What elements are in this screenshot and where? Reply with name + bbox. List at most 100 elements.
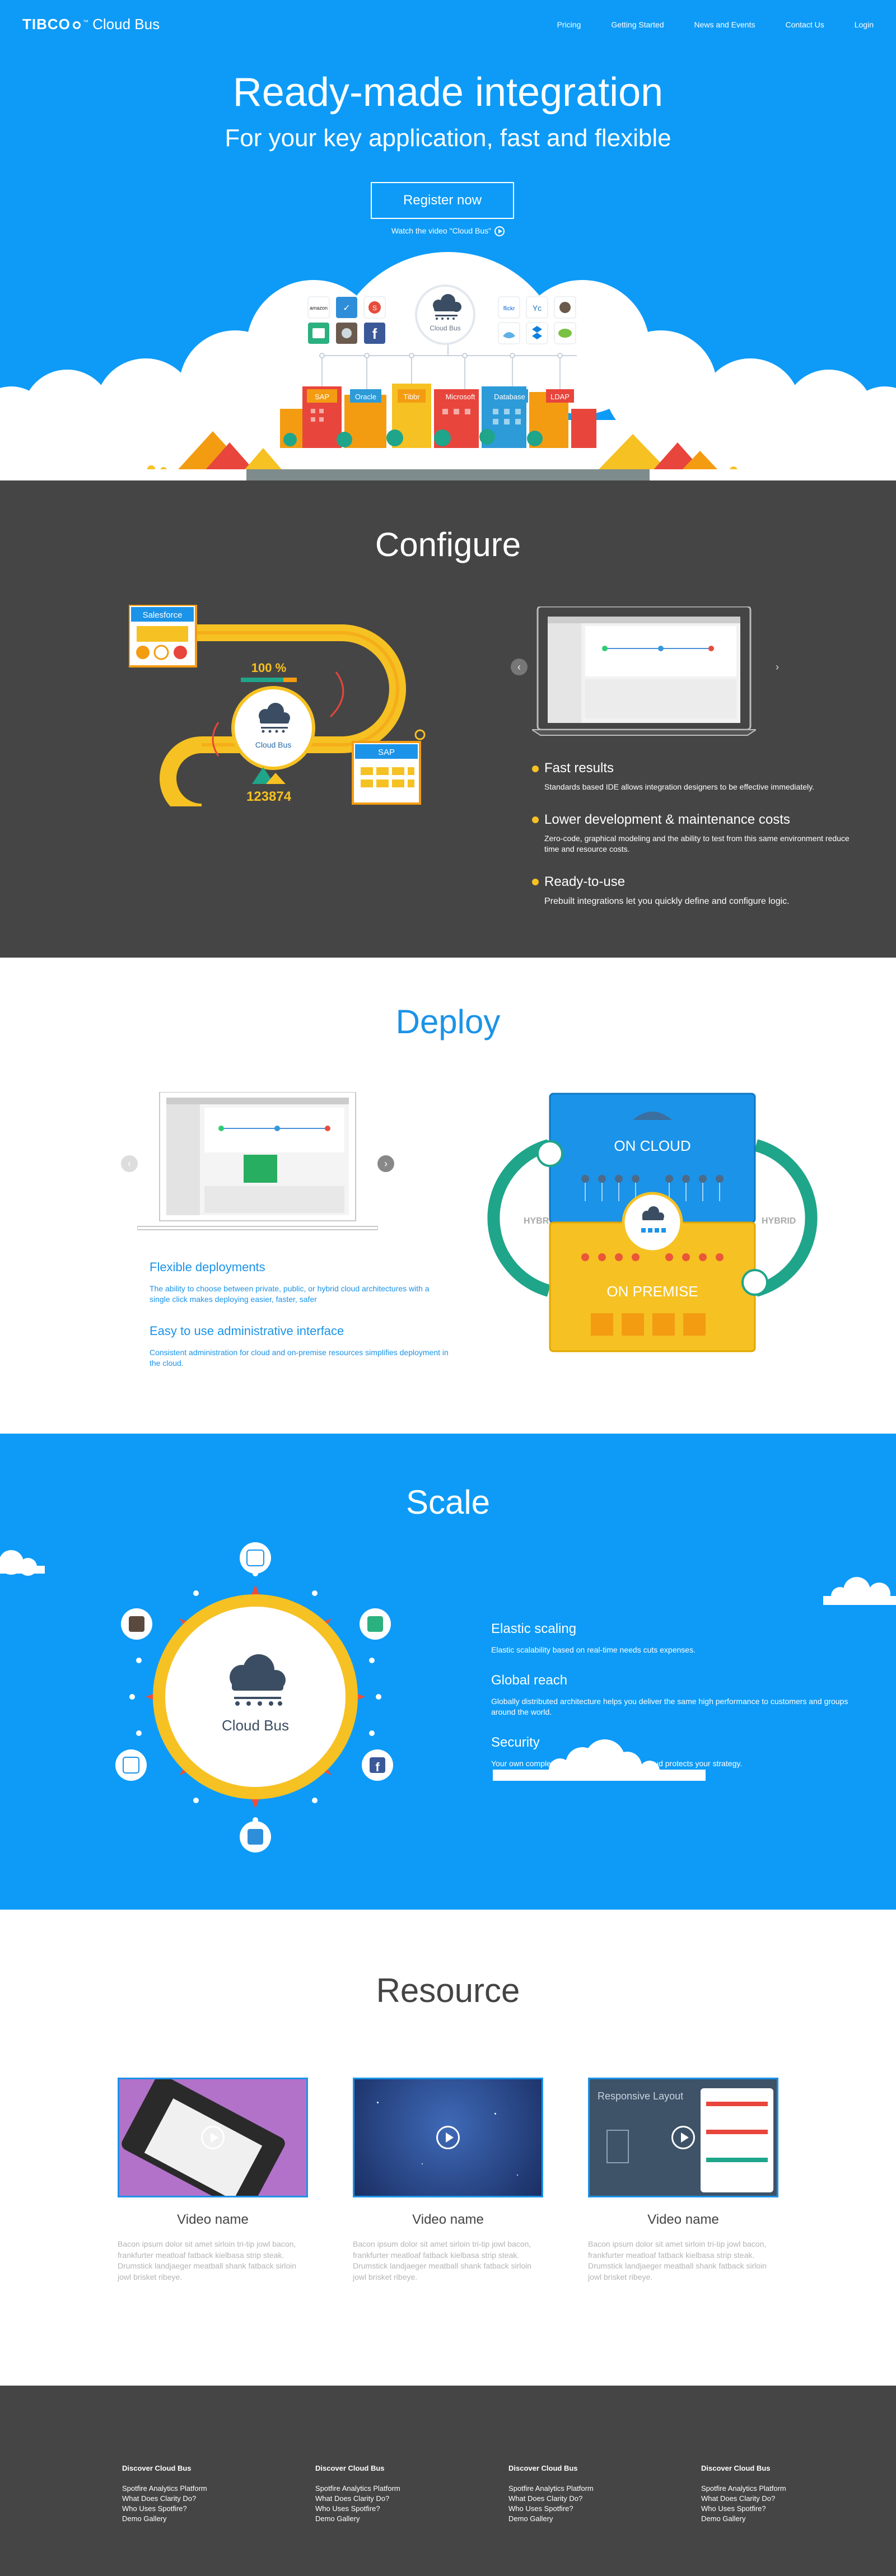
footer-heading: Discover Cloud Bus [701,2464,771,2472]
ticket-icon [367,1616,383,1632]
video-desc: Bacon ipsum dolor sit amet sirloin tri-t… [353,2239,532,2281]
progress-label: 100 % [251,661,286,675]
video-desc: Bacon ipsum dolor sit amet sirloin tri-t… [588,2239,767,2281]
footer-link[interactable]: Demo Gallery [315,2514,360,2523]
bird-icon [503,332,515,338]
footer-link[interactable]: Demo Gallery [122,2514,167,2523]
feature-security: Security Your own completely secured vir… [491,1735,855,1770]
carousel-next-button[interactable]: › [776,661,779,673]
footer-link[interactable]: Spotfire Analytics Platform [315,2484,400,2493]
tablet-row-image [706,2102,768,2106]
video-card: Video name Bacon ipsum dolor sit amet si… [353,2078,543,2283]
star-icon [377,2102,379,2103]
video-desc: Bacon ipsum dolor sit amet sirloin tri-t… [118,2239,297,2281]
feature-title: Elastic scaling [491,1621,577,1636]
play-icon [201,2126,225,2149]
tablet-row-image [706,2130,768,2134]
logo-circle-icon [72,21,81,29]
camera-icon [129,1616,144,1632]
play-icon [436,2126,460,2149]
cloud-shape [0,1550,896,1781]
feature-desc: The ability to choose between private, p… [150,1284,430,1304]
footer-heading: Discover Cloud Bus [315,2464,385,2472]
feature-desc: Your own completely secured virtual priv… [491,1758,743,1768]
mountains [140,431,756,480]
facebook-letter: f [375,1760,380,1774]
footer-link[interactable]: Who Uses Spotfire? [701,2504,766,2513]
nav-getting-started[interactable]: Getting Started [611,20,664,29]
video-thumbnail[interactable] [353,2078,543,2197]
flickr-icon: flickr [503,306,515,312]
cloud-bus-icon [259,703,290,733]
feature-lower-costs: Lower development & maintenance costs Ze… [532,812,851,855]
check-icon [248,1829,263,1845]
footer-link[interactable]: What Does Clarity Do? [315,2494,390,2503]
facebook-icon [370,1757,385,1773]
camera-icon [342,328,352,338]
chart-icon [137,626,188,642]
lightbulb-icon [414,729,426,740]
feature-title: Security [491,1734,540,1750]
video-title[interactable]: Video name [412,2212,484,2227]
evernote-icon [558,329,572,338]
salesforce-label: Salesforce [143,610,183,620]
feature-title: Global reach [491,1672,568,1688]
carousel-next-button[interactable]: › [377,1155,394,1172]
logo-brand: TIBCO [22,16,71,32]
play-icon [671,2126,695,2149]
footer-link[interactable]: Demo Gallery [508,2514,553,2523]
footer-link[interactable]: Who Uses Spotfire? [508,2504,573,2513]
star-icon [494,2113,496,2115]
footer-column: Discover Cloud Bus Spotfire Analytics Pl… [701,2464,786,2524]
register-button[interactable]: Register now [371,182,514,219]
hero-subtitle: For your key application, fast and flexi… [225,124,671,152]
footer-link[interactable]: Spotfire Analytics Platform [122,2484,207,2493]
orbit-icons: f [115,1542,393,1852]
resource-title: Resource [376,1972,520,2009]
video-title[interactable]: Video name [177,2212,249,2227]
mobile-icon [606,2130,629,2163]
configure-features: Fast results Standards based IDE allows … [532,760,851,908]
deploy-section: Deploy ‹ › Flexible deployments The abil… [0,958,896,1434]
footer-link[interactable]: Who Uses Spotfire? [122,2504,187,2513]
nav-contact-us[interactable]: Contact Us [785,20,824,29]
watch-video-link[interactable]: Watch the video "Cloud Bus" [0,226,896,237]
on-cloud-label: ON CLOUD [614,1137,690,1154]
feature-desc: Standards based IDE allows integration d… [544,782,814,791]
footer-link[interactable]: Who Uses Spotfire? [315,2504,380,2513]
nav-news-events[interactable]: News and Events [694,20,755,29]
footer-link[interactable]: What Does Clarity Do? [508,2494,583,2503]
feature-fast-results: Fast results Standards based IDE allows … [532,760,851,793]
video-thumbnail[interactable] [118,2078,308,2197]
laptop-screenshot [532,606,756,736]
video-title[interactable]: Video name [647,2212,719,2227]
footer: Discover Cloud Bus Spotfire Analytics Pl… [0,2386,896,2576]
play-icon [494,226,505,237]
tablet-row-image [706,2158,768,2162]
feature-admin-interface: Easy to use administrative interface Con… [150,1324,452,1369]
configure-diagram: Salesforce 100 % Cloud Bus 123874 SAP [129,605,426,806]
footer-heading: Discover Cloud Bus [122,2464,192,2472]
footer-link[interactable]: What Does Clarity Do? [701,2494,776,2503]
footer-link[interactable]: What Does Clarity Do? [122,2494,197,2503]
mountain-icon [252,767,274,784]
footer-link[interactable]: Spotfire Analytics Platform [508,2484,594,2493]
bullet-icon [532,765,539,772]
nav-pricing[interactable]: Pricing [557,20,581,29]
carousel-prev-button[interactable]: ‹ [511,659,528,675]
resource-section: Resource Video name Bacon ipsum dolor si… [0,1910,896,2386]
s-app-icon: S [372,304,377,312]
watch-video-label: Watch the video "Cloud Bus" [391,226,492,235]
feature-desc: Globally distributed architecture helps … [491,1696,848,1717]
nav-login[interactable]: Login [854,20,874,29]
bullet-icon [532,879,539,886]
skype-icon [123,1757,139,1774]
thumbnail-caption: Responsive Layout [598,2090,684,2102]
deploy-features: Flexible deployments The ability to choo… [150,1260,452,1369]
footer-link[interactable]: Spotfire Analytics Platform [701,2484,786,2493]
video-thumbnail[interactable]: Responsive Layout [588,2078,778,2197]
carousel-prev-button[interactable]: ‹ [121,1155,138,1172]
footer-link[interactable]: Demo Gallery [701,2514,746,2523]
